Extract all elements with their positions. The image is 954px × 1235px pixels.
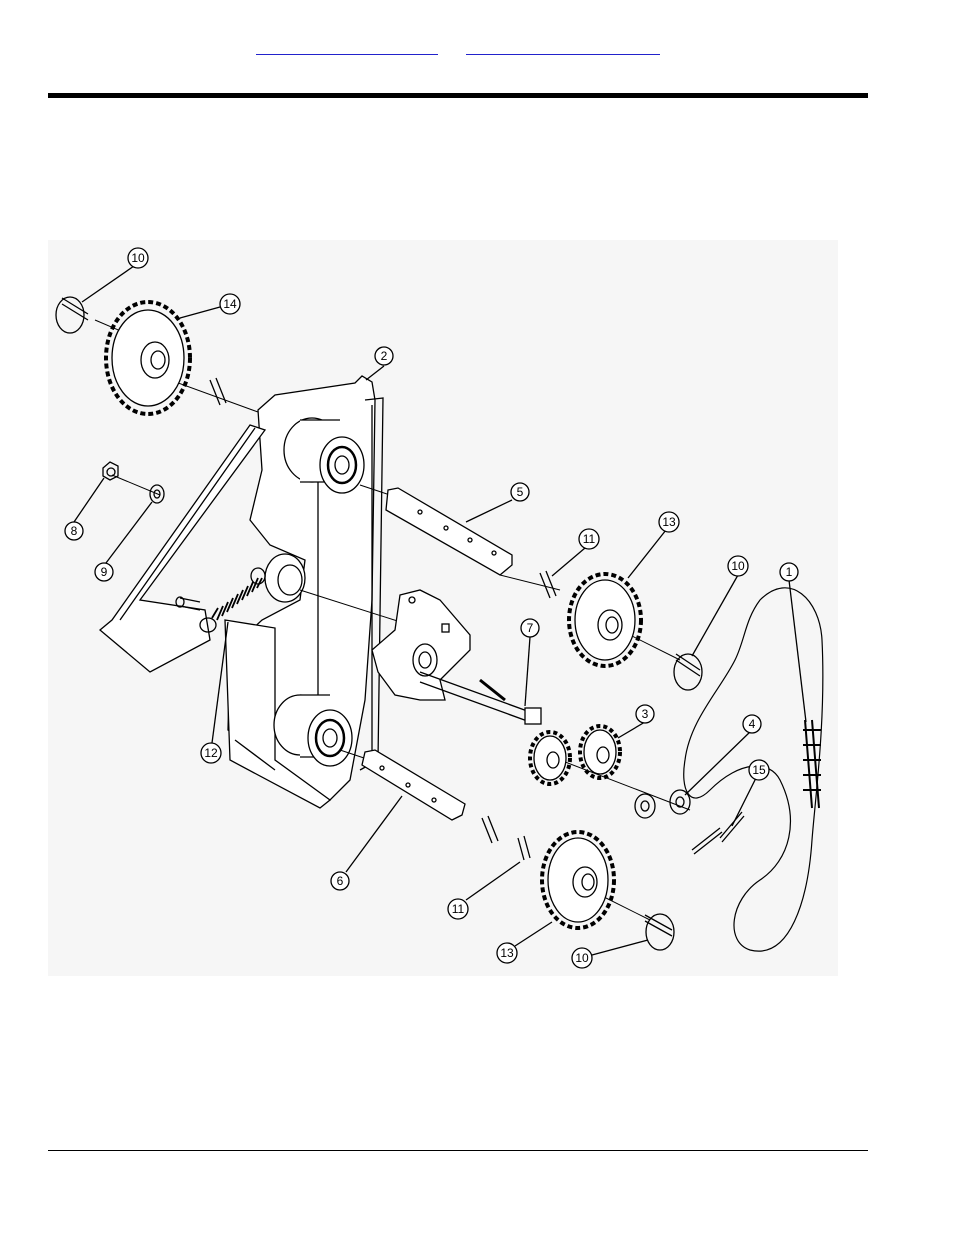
callout-6: 6 (331, 796, 402, 890)
callout-1: 1 (780, 563, 806, 722)
callout-6-label: 6 (337, 874, 344, 888)
nut (103, 462, 118, 480)
sprocket-3b (580, 726, 620, 778)
shaft-upper (386, 488, 512, 575)
lynch-pin-10b (674, 654, 702, 690)
washer-4a (635, 794, 655, 818)
footer-rule (48, 1150, 868, 1151)
sprocket-14 (106, 302, 190, 414)
callout-2-label: 2 (381, 349, 388, 363)
callout-9: 9 (95, 502, 152, 581)
callout-2: 2 (366, 347, 393, 380)
callout-14-label: 14 (223, 297, 237, 311)
callout-11a: 11 (552, 529, 599, 576)
callout-3-label: 3 (642, 707, 649, 721)
callout-5: 5 (466, 483, 529, 522)
callout-11b: 11 (448, 862, 520, 919)
callout-3: 3 (618, 705, 654, 738)
shaft-lower (362, 750, 465, 820)
callout-9-label: 9 (101, 565, 108, 579)
sprocket-13-lower (542, 832, 614, 928)
sprocket-3a (530, 732, 570, 784)
callout-13b: 13 (497, 922, 552, 963)
callout-1-label: 1 (786, 565, 793, 579)
spring (212, 578, 262, 620)
callout-10b-label: 10 (731, 559, 745, 573)
callout-13b-label: 13 (500, 946, 514, 960)
lynch-pin-10a (56, 297, 88, 333)
middle-hub (265, 554, 305, 602)
pin-upper (210, 378, 226, 405)
callout-4-label: 4 (749, 717, 756, 731)
callout-5-label: 5 (517, 485, 524, 499)
pin-11b (482, 816, 498, 843)
pin-11c (518, 836, 530, 860)
callout-10c: 10 (572, 940, 648, 968)
callout-10a-label: 10 (131, 251, 145, 265)
callout-8-label: 8 (71, 524, 78, 538)
callout-10b: 10 (692, 556, 748, 656)
callout-8: 8 (65, 478, 104, 540)
callout-11b-label: 11 (452, 902, 465, 916)
callout-4: 4 (685, 715, 761, 795)
callout-15-label: 15 (752, 763, 766, 777)
sprocket-13-upper (569, 574, 641, 666)
callout-13a-label: 13 (662, 515, 676, 529)
callout-13a: 13 (628, 512, 679, 578)
callout-12-label: 12 (204, 746, 218, 760)
callout-10a: 10 (82, 248, 148, 302)
callout-10c-label: 10 (575, 951, 589, 965)
lynch-pin-10c (645, 914, 674, 950)
callout-14: 14 (180, 294, 240, 318)
cotter-pin-b (720, 812, 744, 842)
callout-7: 7 (521, 619, 539, 706)
cotter-pin-a (692, 828, 722, 854)
callout-7-label: 7 (527, 621, 534, 635)
callout-11a-label: 11 (583, 532, 596, 546)
